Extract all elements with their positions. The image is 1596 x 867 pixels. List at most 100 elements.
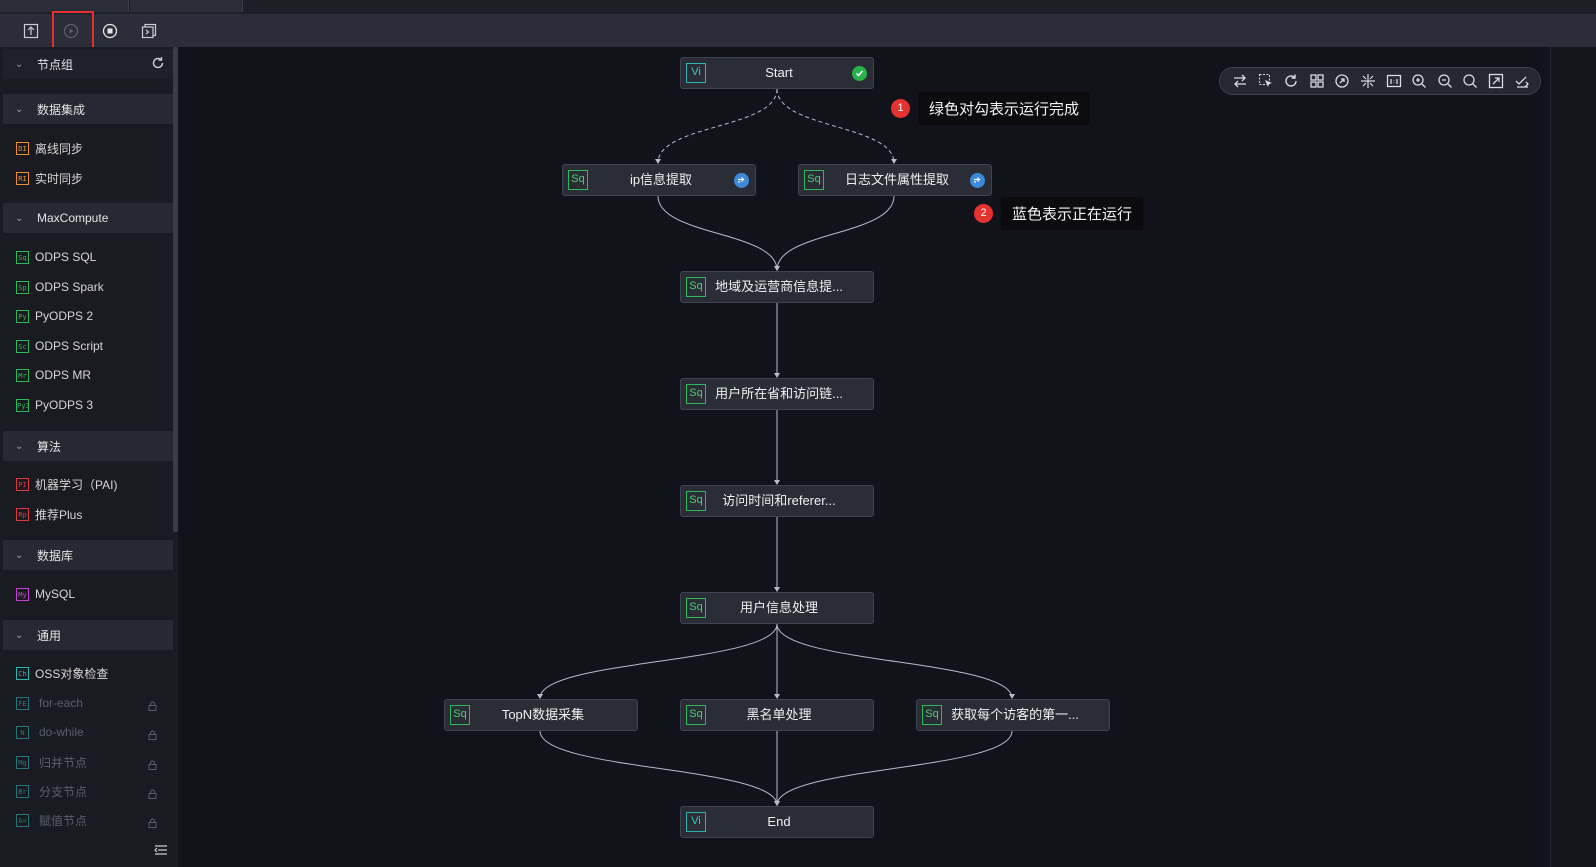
sidebar-node-item[interactable]: A=赋值节点: [16, 810, 87, 830]
run-icon[interactable]: [60, 20, 82, 42]
sidebar-group-0[interactable]: ⌄数据集成: [3, 94, 173, 124]
right-tab-1[interactable]: [1564, 58, 1574, 106]
node-type-label: 机器学习（PAI): [35, 477, 118, 492]
node-type-icon: Py3: [16, 398, 29, 412]
chevron-down-icon: ⌄: [15, 212, 24, 224]
dag-edge: [657, 195, 778, 271]
node-type-label: 实时同步: [35, 171, 84, 186]
node-type-icon: My: [16, 587, 29, 601]
node-type-label: ODPS SQL: [35, 250, 97, 264]
node-label: 用户所在省和访问链...: [715, 386, 843, 401]
node-type-icon: Mr: [16, 368, 29, 382]
right-tab-3[interactable]: [1564, 222, 1574, 244]
sidebar-group-label: 数据集成: [37, 102, 86, 117]
node-type-icon: Sp: [16, 280, 29, 294]
node-label: 日志文件属性提取: [844, 172, 949, 187]
canvas-toolbar: [1219, 67, 1541, 95]
node-icon: Sq: [686, 598, 706, 618]
edge-arrowhead: [891, 159, 897, 164]
zoom-out-icon[interactable]: [1437, 73, 1453, 89]
sidebar-group-1[interactable]: ⌄MaxCompute: [3, 203, 173, 233]
node-label: End: [767, 814, 791, 829]
node-type-icon: Mg: [16, 755, 29, 769]
node-group-header[interactable]: ⌄ 节点组: [3, 49, 173, 79]
second-tab[interactable]: [130, 0, 243, 12]
sidebar-group-4[interactable]: ⌄通用: [3, 620, 173, 650]
refresh-icon[interactable]: [151, 56, 165, 73]
edge-arrowhead: [774, 480, 780, 485]
swap-icon[interactable]: [1232, 73, 1248, 89]
top-tab-strip: [0, 0, 1596, 14]
node-icon: Sq: [568, 170, 588, 190]
select-icon[interactable]: [1258, 73, 1274, 89]
node-type-label: do-while: [39, 725, 84, 739]
fullscreen-icon[interactable]: [1488, 73, 1504, 89]
node-type-icon: Rp: [16, 507, 29, 521]
center-icon[interactable]: [1334, 73, 1350, 89]
dag-edge: [657, 88, 778, 164]
grid-layout-icon[interactable]: [1309, 73, 1325, 89]
right-tab-2[interactable]: [1564, 140, 1574, 190]
stop-icon[interactable]: [99, 20, 121, 42]
dag-node-log[interactable]: Sq 日志文件属性提取: [798, 164, 992, 196]
node-label: TopN数据采集: [501, 707, 585, 722]
sidebar-group-2[interactable]: ⌄算法: [3, 431, 173, 461]
node-label: 访问时间和referer...: [722, 493, 836, 508]
fit-1to1-icon[interactable]: [1386, 73, 1402, 89]
lock-icon: [148, 727, 158, 740]
node-type-label: 推荐Plus: [35, 507, 83, 522]
submit-icon[interactable]: [20, 20, 42, 42]
edge-arrowhead: [655, 159, 661, 164]
rerun-icon[interactable]: [138, 20, 160, 42]
zoom-in-icon[interactable]: [1411, 73, 1427, 89]
node-type-label: 离线同步: [35, 141, 84, 156]
node-icon: Vi: [686, 63, 706, 83]
sidebar-scrollbar[interactable]: [173, 47, 178, 532]
chevron-down-icon: ⌄: [15, 549, 24, 561]
spread-icon[interactable]: [1360, 73, 1376, 89]
node-type-icon: FE: [16, 696, 29, 710]
sidebar-node-item[interactable]: Rp 推荐Plus: [16, 504, 82, 524]
right-side-panel: [1550, 47, 1596, 867]
sidebar-group-3[interactable]: ⌄数据库: [3, 540, 173, 570]
search-icon[interactable]: [1462, 73, 1478, 89]
node-type-label: OSS对象检查: [35, 666, 109, 681]
dag-edge: [776, 195, 895, 271]
running-arrow-icon: [734, 173, 749, 188]
node-icon: Sq: [804, 170, 824, 190]
node-icon: Sq: [922, 705, 942, 725]
node-type-icon: N: [16, 725, 29, 739]
workflow-tab[interactable]: [0, 0, 129, 12]
collapse-sidebar-icon[interactable]: [154, 842, 168, 860]
check-edit-icon[interactable]: [1514, 73, 1530, 89]
refresh-icon[interactable]: [1283, 73, 1299, 89]
annotation-text: 蓝色表示正在运行: [1001, 197, 1144, 230]
